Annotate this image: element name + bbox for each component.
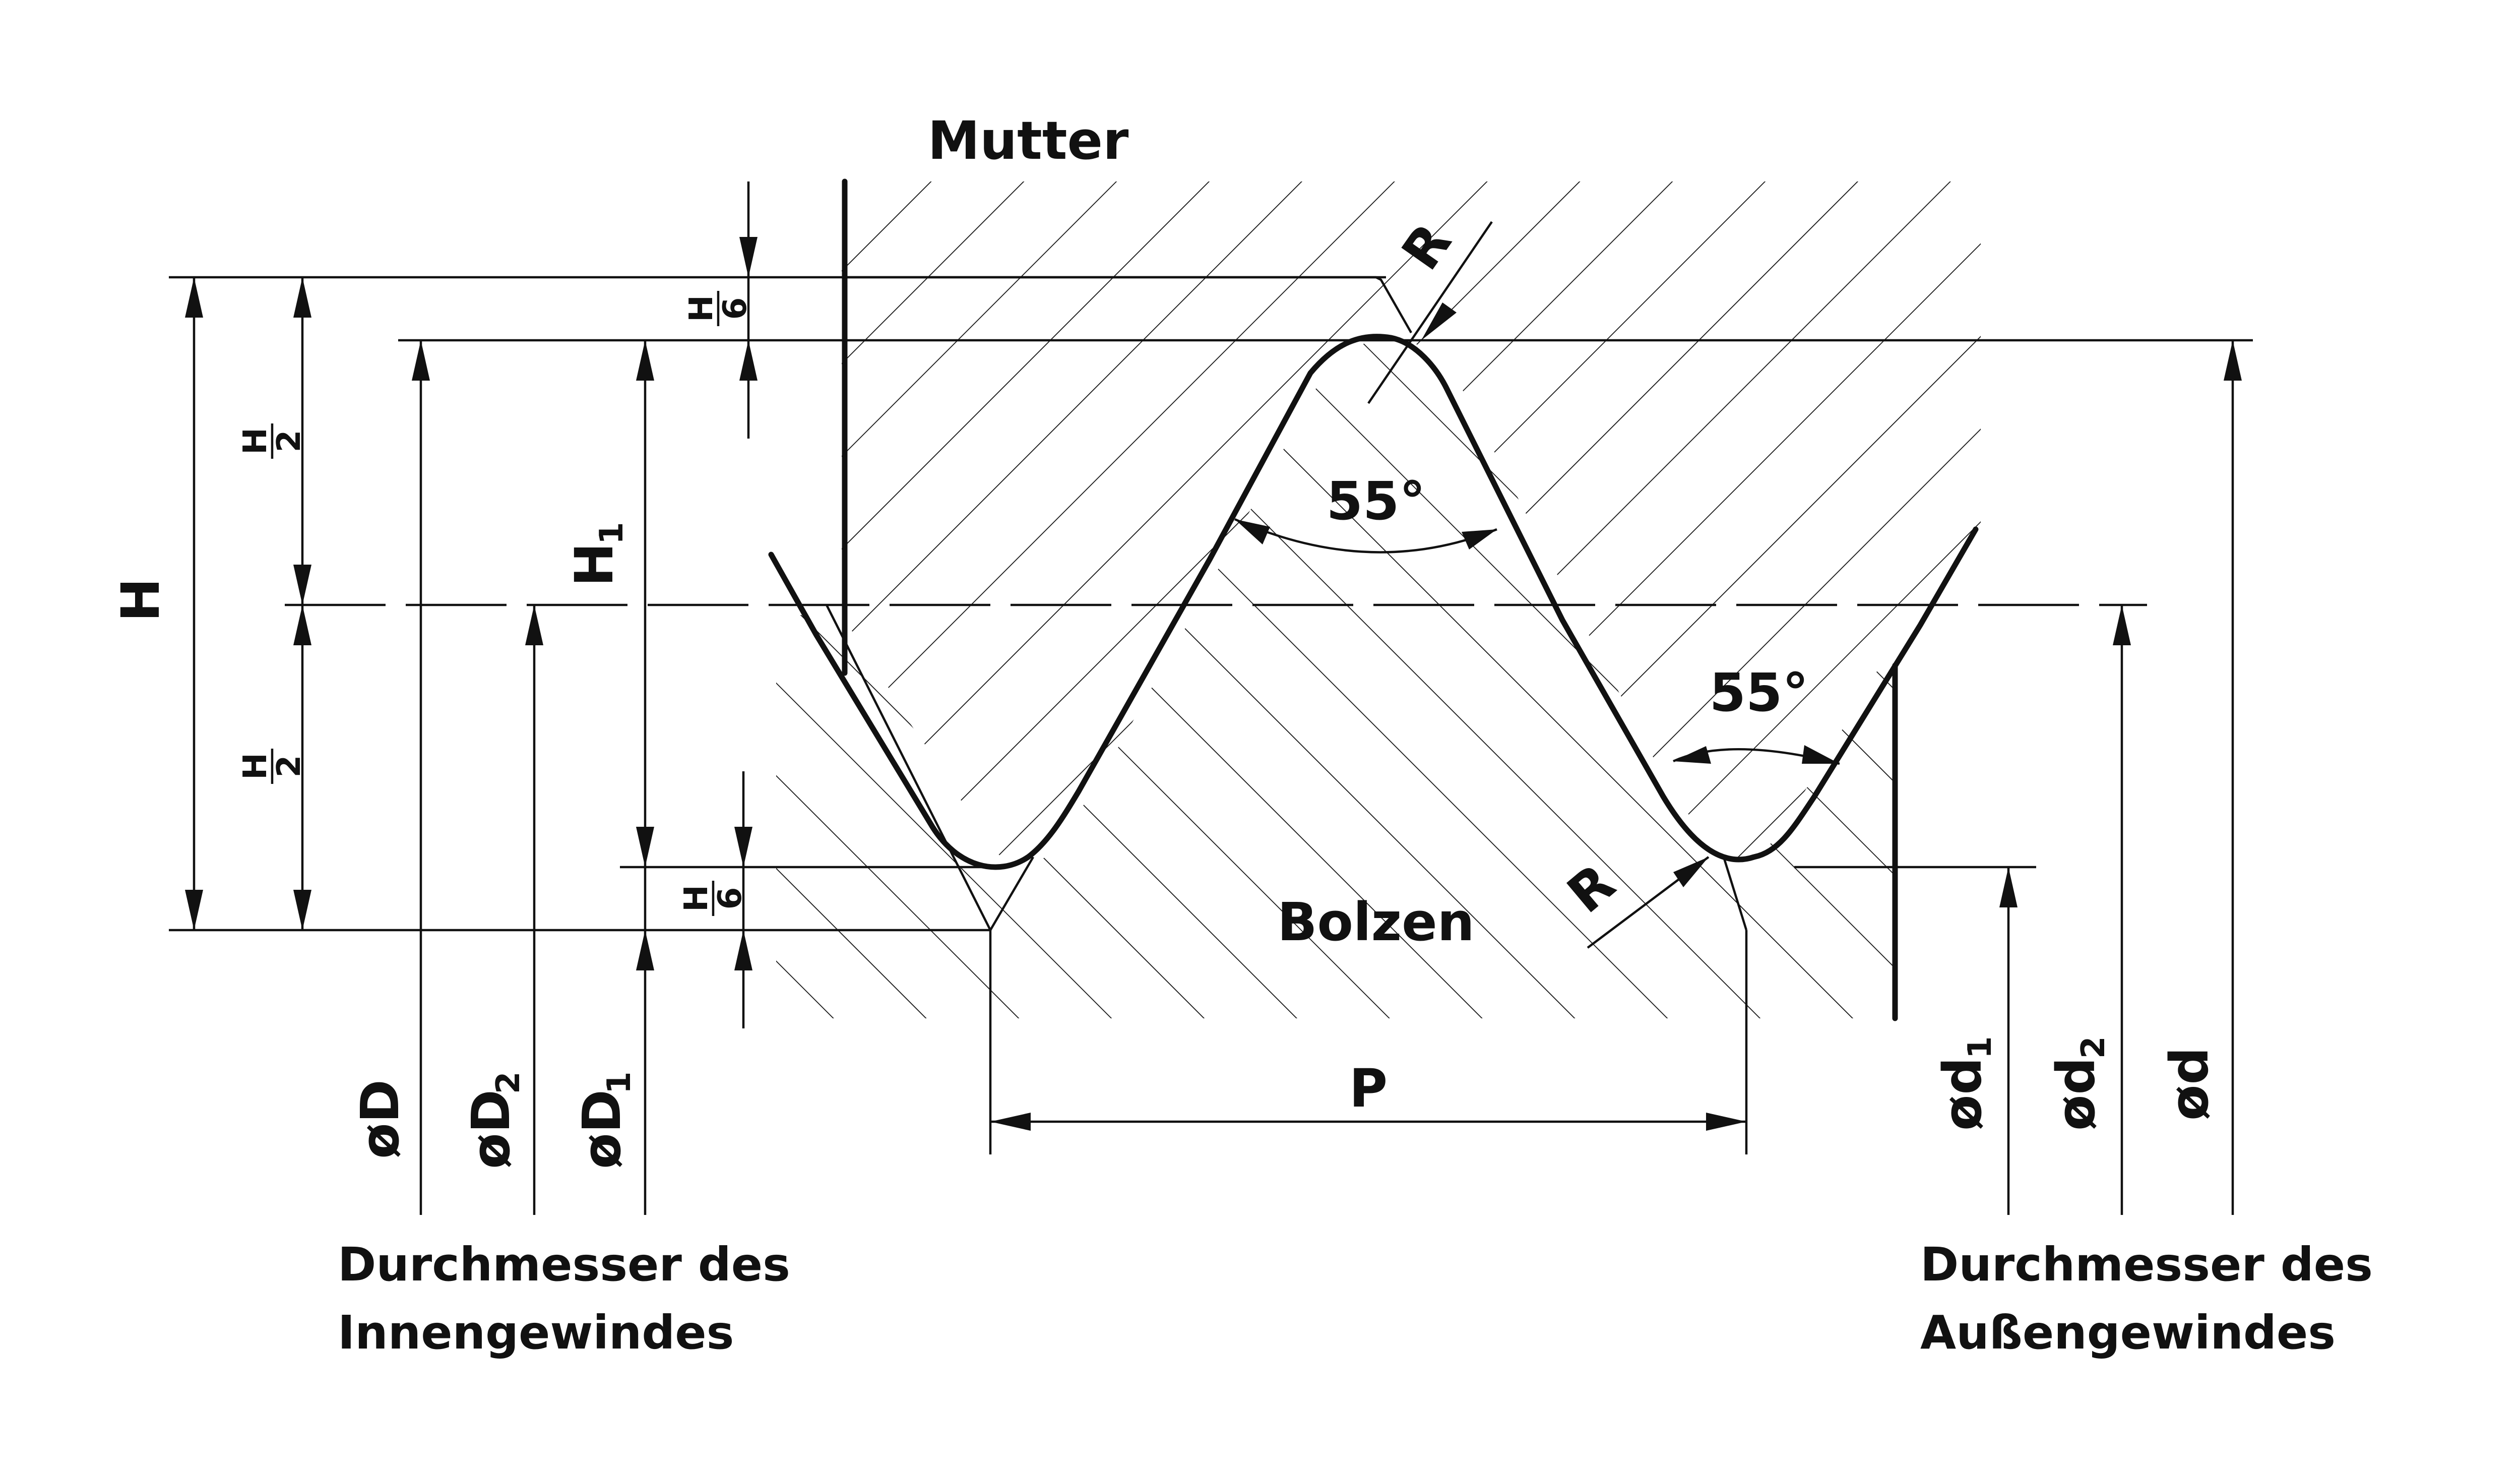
caption-internal-line1: Durchmesser des [338,1238,790,1292]
dim-D2 [525,605,543,1215]
label-sixth-top: H 6 [683,291,754,326]
svg-text:6: 6 [712,887,749,910]
label-d: ød [2159,1047,2220,1121]
svg-text:2: 2 [271,755,308,778]
basic-profile-flank-left [825,604,992,931]
svg-text:H: H [237,753,274,780]
svg-text:øD: øD [460,1089,522,1169]
dim-d [2224,340,2242,1215]
svg-text:ød: ød [2045,1057,2107,1131]
thread-profile-outline [768,334,1979,870]
label-D: øD [349,1079,411,1159]
label-H1: H 1 [563,522,631,586]
svg-text:H: H [237,427,274,455]
label-bolt: Bolzen [1277,891,1474,953]
dim-D1 [636,867,654,1215]
label-d2: ød 2 [2045,1036,2112,1130]
label-H: H [110,578,171,622]
svg-text:H: H [563,542,625,586]
label-half-upper: H 2 [237,423,308,459]
svg-text:2: 2 [271,430,308,453]
dim-D [412,340,430,1215]
label-angle-top: 55° [1327,470,1426,532]
svg-text:2: 2 [490,1071,527,1094]
basic-profile-flank-root-right [1722,857,1748,931]
dim-half-lower [293,605,311,930]
label-nut: Mutter [928,110,1129,171]
label-P: P [1349,1058,1388,1119]
caption-external-line1: Durchmesser des [1920,1238,2373,1292]
label-half-lower: H 2 [237,749,308,784]
dim-H1 [636,340,654,867]
label-D2: øD 2 [460,1071,527,1169]
label-sixth-bottom: H 6 [678,881,749,916]
angle-right-arc [1673,745,1840,765]
dim-sixth-bottom [734,771,752,1028]
dim-H [185,277,203,930]
svg-text:2: 2 [2075,1036,2112,1059]
caption-internal-line2: Innengewindes [338,1306,734,1360]
svg-text:H: H [678,885,715,912]
label-d1: ød 1 [1932,1036,1999,1130]
dim-P [990,1113,1746,1131]
dim-d2 [2113,605,2131,1215]
label-angle-right: 55° [1710,662,1809,723]
svg-text:H: H [683,295,720,322]
basic-profile-flank-root-left [989,856,1034,931]
label-D1: øD 1 [571,1071,638,1169]
dim-d1 [1999,867,2018,1215]
svg-text:ød: ød [1932,1057,1993,1131]
svg-text:1: 1 [1962,1036,1999,1059]
svg-text:1: 1 [593,522,631,544]
radius-bottom-leader [1587,856,1710,949]
dim-sixth-top [739,181,758,439]
svg-text:6: 6 [717,297,754,320]
svg-text:1: 1 [601,1071,638,1094]
caption-external-line2: Außengewindes [1920,1306,2336,1360]
svg-text:øD: øD [571,1089,633,1169]
dim-half-upper [293,277,311,605]
angle-top-arc [1234,518,1497,554]
radius-top-leader [1367,221,1493,404]
